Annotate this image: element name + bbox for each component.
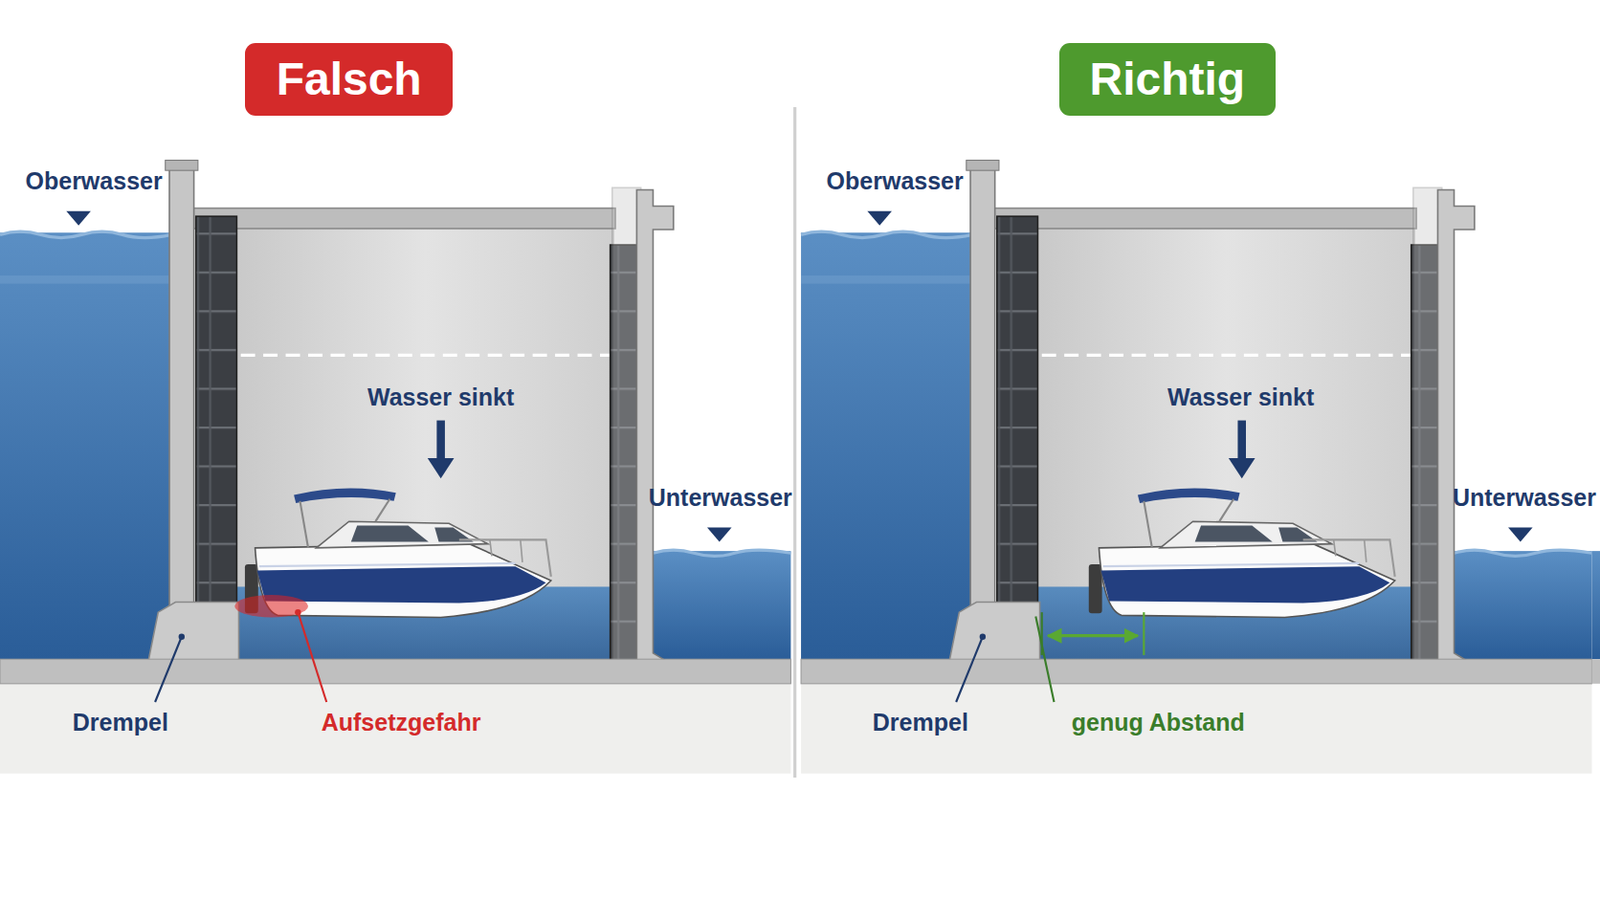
part-label: Wasser sinkt [1167, 384, 1314, 412]
part-label: Oberwasser [826, 168, 964, 196]
wrong-badge: Falsch [244, 43, 452, 116]
part-label: Wasser sinkt [367, 384, 514, 412]
part-label: Aufsetzgefahr [321, 710, 482, 737]
part-label: Oberwasser [25, 168, 163, 196]
part-label: Drempel [872, 710, 969, 737]
part-label: Unterwasser [648, 486, 793, 513]
badge-text: Richtig [1089, 56, 1246, 103]
part-label: Drempel [72, 710, 169, 737]
badge-text: Falsch [276, 56, 423, 103]
right-badge: Richtig [1059, 43, 1276, 116]
part-label: Unterwasser [1452, 486, 1597, 513]
lock-right [800, 160, 1600, 775]
lock-wrong [0, 160, 791, 775]
part-label: genug Abstand [1071, 710, 1245, 737]
